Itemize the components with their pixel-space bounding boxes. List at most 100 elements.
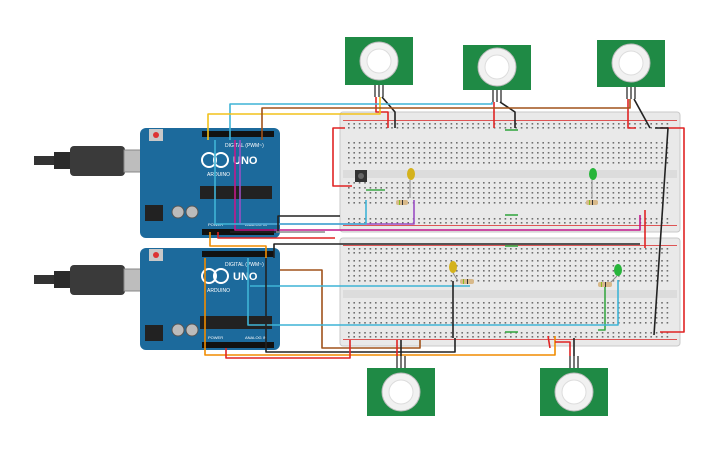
breadboard-hole [493, 280, 496, 282]
breadboard-hole [434, 182, 436, 184]
breadboard-hole [574, 302, 577, 304]
breadboard-hole [477, 252, 480, 254]
breadboard-hole [483, 252, 485, 254]
breadboard-hole [569, 280, 571, 282]
breadboard-hole [472, 192, 474, 194]
breadboard-hole [450, 307, 453, 309]
breadboard-hole [520, 182, 523, 184]
breadboard-hole [558, 302, 561, 304]
breadboard-hole [407, 152, 409, 154]
breadboard-hole [364, 307, 366, 309]
breadboard-hole [574, 322, 577, 324]
breadboard-hole [618, 192, 620, 194]
breadboard-hole [650, 317, 652, 319]
breadboard-hole [520, 336, 523, 338]
breadboard-hole [639, 260, 642, 262]
breadboard-hole [623, 302, 625, 304]
breadboard-hole [580, 157, 582, 159]
breadboard-hole [558, 152, 561, 154]
breadboard-hole [645, 123, 647, 125]
breadboard-hole [483, 157, 485, 159]
breadboard-hole [472, 197, 474, 199]
breadboard-hole [596, 197, 598, 199]
breadboard-hole [580, 265, 582, 267]
breadboard-hole [348, 336, 350, 338]
breadboard-hole [445, 252, 447, 254]
breadboard-hole [456, 275, 458, 277]
breadboard-hole [650, 275, 652, 277]
breadboard-hole [504, 202, 507, 204]
breadboard-hole [429, 157, 431, 159]
breadboard-hole [542, 332, 544, 334]
breadboard-hole [601, 162, 604, 164]
breadboard-hole [564, 187, 566, 189]
breadboard-hole [612, 260, 615, 262]
breadboard-hole [634, 252, 636, 254]
breadboard-hole [547, 260, 550, 262]
breadboard-hole [645, 317, 647, 319]
breadboard-hole [477, 202, 480, 204]
breadboard-hole [466, 332, 469, 334]
breadboard-hole [650, 152, 652, 154]
breadboard-hole [666, 265, 669, 267]
breadboard-hole [375, 336, 377, 338]
breadboard-hole [423, 265, 426, 267]
breadboard-hole [520, 302, 523, 304]
breadboard-hole [526, 147, 528, 149]
breadboard-hole [488, 152, 490, 154]
breadboard-hole [456, 260, 458, 262]
wire-red [555, 341, 571, 356]
wire-black [653, 127, 669, 336]
breadboard-hole [634, 197, 636, 199]
breadboard-hole [402, 312, 404, 314]
breadboard-hole [450, 152, 453, 154]
breadboard-hole [564, 302, 566, 304]
breadboard-hole [553, 260, 555, 262]
board-brand-label: UNO [233, 271, 258, 283]
breadboard-hole [531, 152, 534, 154]
breadboard-hole [601, 152, 604, 154]
breadboard-hole [439, 142, 442, 144]
resistor-3 [460, 279, 474, 284]
breadboard-hole [612, 187, 615, 189]
breadboard-hole [596, 218, 598, 220]
breadboard-hole [493, 312, 496, 314]
breadboard-hole [645, 265, 647, 267]
breadboard-hole [537, 252, 539, 254]
breadboard-hole [569, 270, 571, 272]
breadboard-hole [488, 322, 490, 324]
breadboard-hole [358, 123, 361, 125]
breadboard-hole [645, 192, 647, 194]
breadboard-hole [412, 127, 415, 129]
breadboard-hole [407, 147, 409, 149]
breadboard-hole [639, 322, 642, 324]
breadboard-hole [661, 275, 663, 277]
breadboard-hole [510, 142, 512, 144]
breadboard-hole [515, 307, 517, 309]
breadboard-hole [461, 270, 463, 272]
breadboard-hole [353, 123, 355, 125]
breadboard-hole [585, 162, 588, 164]
breadboard-hole [655, 187, 658, 189]
breadboard-hole [607, 270, 609, 272]
breadboard-hole [380, 123, 382, 125]
breadboard-hole [483, 322, 485, 324]
breadboard-hole [564, 147, 566, 149]
breadboard-hole [601, 265, 604, 267]
breadboard-hole [348, 280, 350, 282]
breadboard-hole [472, 202, 474, 204]
breadboard-hole [472, 218, 474, 220]
breadboard-hole [364, 265, 366, 267]
breadboard-hole [520, 332, 523, 334]
breadboard-hole [493, 248, 496, 250]
breadboard-hole [439, 157, 442, 159]
breadboard-hole [407, 312, 409, 314]
breadboard-hole [493, 157, 496, 159]
breadboard-hole [391, 197, 393, 199]
breadboard-hole [612, 332, 615, 334]
breadboard-hole [353, 312, 355, 314]
breadboard-hole [483, 127, 485, 129]
breadboard-hole [520, 275, 523, 277]
breadboard-hole [407, 142, 409, 144]
breadboard-hole [488, 248, 490, 250]
